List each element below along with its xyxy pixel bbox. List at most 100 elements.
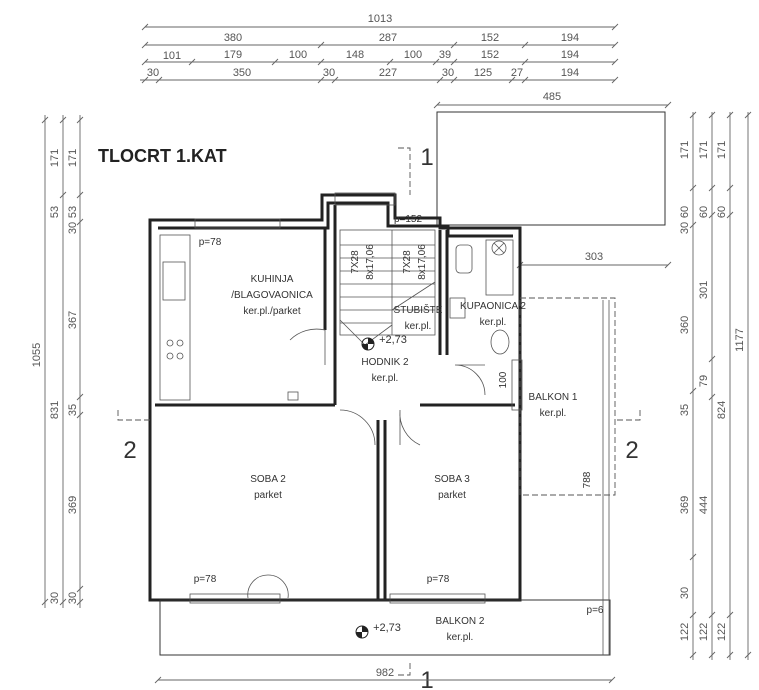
balkon-2-outline <box>159 599 611 656</box>
dim-top: 100 <box>289 49 307 61</box>
level-marker-hodnik: +2,73 <box>361 334 407 351</box>
stair-rise-1: 8x17,06 <box>365 244 376 280</box>
dim-top: 194 <box>561 32 579 44</box>
dim-right: 60 <box>698 206 710 218</box>
dim-right: 79 <box>698 375 710 387</box>
dim-balkon1-width: 303 <box>585 251 603 263</box>
room-soba3-name: SOBA 3 <box>434 474 470 485</box>
dim-right: 171 <box>679 141 691 159</box>
dim-top: 27 <box>511 67 523 79</box>
dim-left: 831 <box>49 401 61 419</box>
section-mark-2-right: 2 <box>625 437 638 464</box>
dim-top: 380 <box>224 32 242 44</box>
dim-top: 152 <box>481 32 499 44</box>
dim-right-total: 1177 <box>734 328 746 352</box>
room-balkon2-floor: ker.pl. <box>447 632 474 643</box>
room-kupaonica-name: KUPAONICA 2 <box>460 301 526 312</box>
dim-right: 35 <box>679 404 691 416</box>
dim-terrace-width: 485 <box>543 91 561 103</box>
dim-top: 179 <box>224 49 242 61</box>
dim-top: 152 <box>481 49 499 61</box>
level-marker-balkon2: +2,73 <box>355 622 401 639</box>
opening-soba2: p=78 <box>194 574 217 585</box>
room-kupaonica-floor: ker.pl. <box>480 317 507 328</box>
dim-top: 30 <box>442 67 454 79</box>
room-balkon1-name: BALKON 1 <box>529 392 578 403</box>
room-labels: KUHINJA /BLAGOVAONICA ker.pl./parket STU… <box>231 274 578 643</box>
room-balkon2-name: BALKON 2 <box>436 616 485 627</box>
right-dimensions: 171 30 60 360 35 369 30 122 171 60 301 7… <box>679 111 752 660</box>
dim-left: 53 <box>49 206 61 218</box>
room-stubiste-name: STUBIŠTE <box>394 303 443 316</box>
dim-right: 171 <box>716 141 728 159</box>
windows <box>189 192 523 604</box>
dim-right: 60 <box>716 206 728 218</box>
section-mark-1-top: 1 <box>420 144 433 171</box>
stair-flight-2: 7X28 <box>402 250 413 274</box>
dim-top: 148 <box>346 49 364 61</box>
room-kuhinja-name: KUHINJA <box>251 274 294 285</box>
dim-left: 30 <box>67 592 79 604</box>
dim-bottom-total: 982 <box>376 667 394 679</box>
room-soba2-name: SOBA 2 <box>250 474 286 485</box>
opening-soba3: p=78 <box>427 574 450 585</box>
terrace-outline: 485 303 <box>433 91 672 269</box>
dim-top: 194 <box>561 49 579 61</box>
room-balkon1-floor: ker.pl. <box>540 408 567 419</box>
dim-top: 194 <box>561 67 579 79</box>
walls <box>148 193 522 602</box>
dim-left: 53 <box>67 206 79 218</box>
dim-top-total: 1013 <box>368 13 392 25</box>
doors <box>247 328 486 599</box>
section-mark-1-bottom: 1 <box>420 667 433 690</box>
room-hodnik-floor: ker.pl. <box>372 373 399 384</box>
dim-right: 122 <box>679 623 691 641</box>
dim-top: 39 <box>439 49 451 61</box>
opening-kuhinja: p=78 <box>199 237 222 248</box>
dim-top: 287 <box>379 32 397 44</box>
dim-left: 171 <box>67 149 79 167</box>
kitchen-fixtures <box>159 234 299 401</box>
stair-rise-2: 8x17,06 <box>417 244 428 280</box>
room-hodnik-name: HODNIK 2 <box>361 357 409 368</box>
room-kuhinja-floor: ker.pl./parket <box>243 306 300 317</box>
dim-left: 30 <box>49 592 61 604</box>
dim-left: 30 <box>67 222 79 234</box>
stair-flight-1: 7X28 <box>350 250 361 274</box>
dim-right: 824 <box>716 401 728 419</box>
room-soba3-floor: parket <box>438 490 466 501</box>
dim-top: 227 <box>379 67 397 79</box>
opening-door-100: 100 <box>498 371 509 388</box>
dim-left: 367 <box>67 311 79 329</box>
opening-balkon2: p=6 <box>587 605 604 616</box>
dim-right: 60 <box>679 206 691 218</box>
dim-left: 369 <box>67 496 79 514</box>
left-dimensions: 1055 171 53 831 30 171 30 53 367 35 369 … <box>31 115 84 608</box>
dim-right: 30 <box>679 587 691 599</box>
dim-right: 301 <box>698 281 710 299</box>
dim-top: 350 <box>233 67 251 79</box>
balkon-1-outline <box>519 297 616 496</box>
dim-right: 122 <box>716 623 728 641</box>
level-hodnik: +2,73 <box>379 334 407 346</box>
top-dimensions: 1013 380 287 152 194 101 179 100 148 100… <box>140 13 619 84</box>
room-stubiste-floor: ker.pl. <box>405 321 432 332</box>
dim-top: 125 <box>474 67 492 79</box>
dim-right: 122 <box>698 623 710 641</box>
dim-top: 30 <box>147 67 159 79</box>
dim-left-total: 1055 <box>31 343 43 367</box>
dim-balkon1-length: 788 <box>582 471 593 488</box>
room-soba2-floor: parket <box>254 490 282 501</box>
dim-right: 444 <box>698 496 710 514</box>
opening-stair: p=152 <box>394 214 423 225</box>
dim-right: 30 <box>679 222 691 234</box>
plan-title: TLOCRT 1.KAT <box>98 146 227 166</box>
dim-right: 360 <box>679 316 691 334</box>
bathroom-fixtures <box>449 239 514 355</box>
dim-top: 101 <box>163 50 181 62</box>
dim-right: 171 <box>698 141 710 159</box>
dim-top: 100 <box>404 49 422 61</box>
staircase <box>339 229 436 346</box>
dim-left: 171 <box>49 149 61 167</box>
